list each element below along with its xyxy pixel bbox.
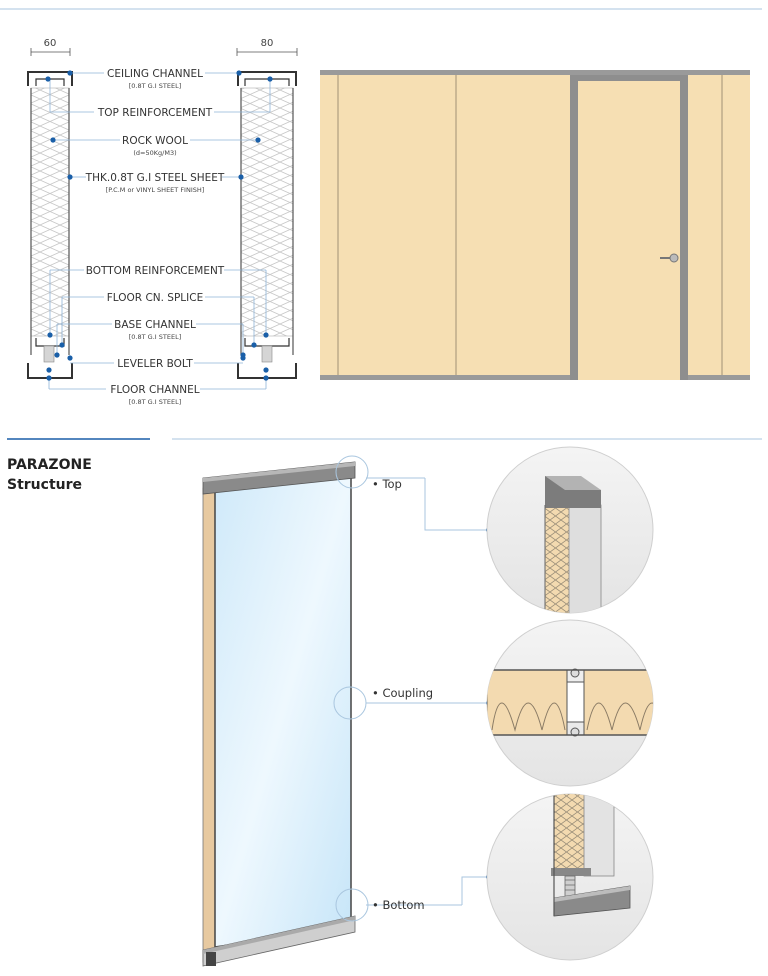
door-frame-top (570, 75, 688, 81)
label-leveler-bolt: LEVELER BOLT (117, 358, 193, 370)
dimension-left-label: 60 (44, 38, 57, 49)
label-bottom-reinforcement: BOTTOM REINFORCEMENT (86, 265, 225, 277)
dimension-right (236, 48, 298, 56)
sublabel-base-channel: [0.8T G.I STEEL] (129, 333, 181, 341)
leader-dots (45, 70, 273, 381)
door-knob (669, 253, 679, 263)
label-floor-channel: FLOOR CHANNEL (110, 384, 199, 396)
door-frame-left (570, 75, 578, 380)
structure-title-line1: PARAZONE (7, 457, 92, 473)
right-panel-section (237, 71, 297, 379)
detail-top (486, 446, 654, 614)
panel-3d (202, 461, 356, 967)
label-base-channel: BASE CHANNEL (114, 319, 196, 331)
dimension-right-label: 80 (261, 38, 274, 49)
detail-coupling (486, 619, 654, 787)
callout-coupling-label: • Coupling (372, 686, 433, 700)
label-rock-wool: ROCK WOOL (122, 135, 188, 147)
panel-foot (206, 952, 216, 966)
sublabel-ceiling-channel: [0.8T G.I STEEL] (129, 82, 181, 90)
door-frame-right (680, 75, 688, 380)
callout-top-label: • Top (372, 477, 402, 491)
structure-title-line2: Structure (7, 477, 83, 493)
callout-bottom-label: • Bottom (372, 898, 425, 912)
leader-lines (48, 72, 271, 390)
label-floor-cn-splice: FLOOR CN. SPLICE (107, 292, 203, 304)
callout-leaders (333, 455, 489, 922)
sublabel-rock-wool: (d=50Kg/M3) (133, 149, 176, 157)
detail-bottom (486, 793, 654, 961)
label-ceiling-channel: CEILING CHANNEL (107, 68, 203, 80)
sublabel-steel-sheet: [P.C.M or VINYL SHEET FINISH] (106, 186, 205, 194)
label-top-reinforcement: TOP REINFORCEMENT (97, 107, 213, 119)
wall-elevation (320, 70, 750, 380)
section-detail: 60 80 (27, 38, 298, 406)
label-steel-sheet: THK.0.8T G.I STEEL SHEET (85, 172, 225, 184)
dimension-left (30, 48, 71, 56)
structure-title: PARAZONE Structure (7, 455, 92, 495)
sublabel-floor-channel: [0.8T G.I STEEL] (129, 398, 181, 406)
